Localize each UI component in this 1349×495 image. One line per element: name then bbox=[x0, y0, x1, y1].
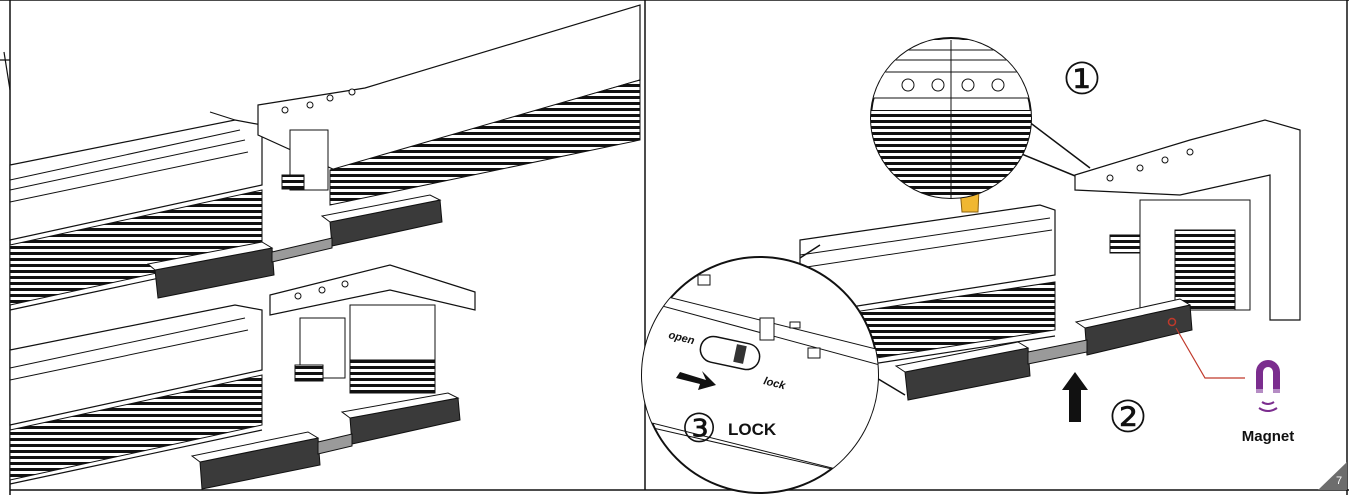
zoom-detail-screws bbox=[870, 37, 1091, 199]
right-panel bbox=[641, 37, 1301, 494]
switch-lock-label: lock bbox=[762, 375, 787, 392]
left-panel bbox=[9, 4, 641, 490]
rail-lower-left bbox=[9, 304, 263, 485]
step-3-marker: ③ bbox=[681, 407, 717, 451]
corner-piece bbox=[269, 264, 476, 394]
step-2-marker: ② bbox=[1108, 393, 1147, 442]
zoom-detail-lock bbox=[641, 244, 906, 494]
right-arrow-icon bbox=[676, 371, 716, 390]
corner-piece-right bbox=[1074, 119, 1301, 321]
connector-lower bbox=[190, 392, 461, 490]
lock-step-label: LOCK bbox=[728, 420, 777, 439]
rail-upper-right bbox=[257, 4, 641, 206]
page-number-tab: 7 bbox=[1318, 462, 1347, 490]
connector-right bbox=[894, 298, 1193, 401]
connector-upper bbox=[146, 194, 443, 299]
up-arrow-icon bbox=[1062, 372, 1088, 422]
magnet-label: Magnet bbox=[1242, 428, 1295, 445]
magnet-icon bbox=[1256, 360, 1280, 412]
step-1-marker: ① bbox=[1062, 55, 1101, 104]
page-number: 7 bbox=[1336, 475, 1342, 487]
magnet-leader-line bbox=[1175, 327, 1245, 379]
